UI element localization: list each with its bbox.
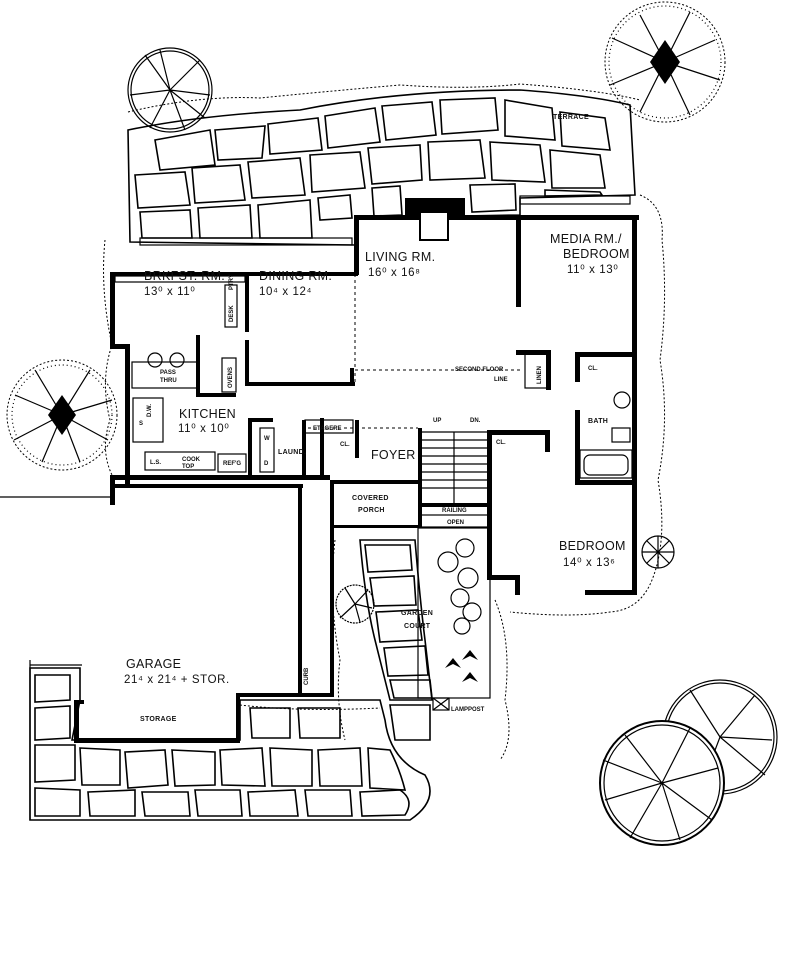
desk-label: DESK <box>229 305 235 322</box>
kitchen-dims: 11⁰ x 10⁰ <box>178 423 230 435</box>
cooktop-label-2: TOP <box>182 464 194 470</box>
bedroom-dims: 14⁰ x 13⁶ <box>563 557 615 569</box>
second-floor-label: SECOND FLOOR <box>455 367 504 373</box>
storage-label: STORAGE <box>140 716 177 723</box>
closet-label-foyer: CL. <box>340 442 350 448</box>
kitchen-fixtures <box>131 284 275 473</box>
closet-label-bedroom: CL. <box>496 440 506 446</box>
linen-label: LINEN <box>537 366 543 384</box>
garden-court <box>417 527 491 699</box>
laundry-label: LAUND. <box>278 449 306 456</box>
garden-court-label-2: COURT <box>404 623 431 630</box>
railing-label: RAILING <box>442 508 467 514</box>
front-walk <box>29 539 433 821</box>
stair-down-label: DN. <box>470 418 481 424</box>
tree-left <box>6 359 118 471</box>
dining-room-dims: 10⁴ x 12⁴ <box>259 286 312 298</box>
porch-label: COVERED <box>352 495 389 502</box>
second-floor-label-2: LINE <box>494 377 508 383</box>
ovens-label: OVENS <box>228 367 234 388</box>
terrace-label: TERRACE <box>553 114 589 121</box>
bath-label: BATH <box>588 418 608 425</box>
walls <box>74 198 639 743</box>
media-room-label: MEDIA RM./ <box>550 232 622 246</box>
closet-label-media: CL. <box>588 366 598 372</box>
porch-label-2: PORCH <box>358 507 385 514</box>
garden-court-label: GARDEN <box>401 610 433 617</box>
pantry-label: PTRY <box>229 274 235 290</box>
tree-bottom-right-front <box>599 720 725 846</box>
living-room-label: LIVING RM. <box>365 250 435 264</box>
media-room-dims: 11⁰ x 13⁰ <box>567 264 619 276</box>
sink-label: S <box>139 421 143 427</box>
thru-label: THRU <box>160 378 177 384</box>
stair-up-label: UP <box>433 418 441 424</box>
washer-label: W <box>264 436 270 442</box>
lazy-susan-label: L.S. <box>150 460 161 466</box>
dining-room-label: DINING RM. <box>259 269 332 283</box>
kitchen-label: KITCHEN <box>179 407 236 421</box>
lamppost-label: LAMPPOST <box>451 707 485 713</box>
breakfast-room-label: BRKFST. RM. <box>144 269 225 283</box>
living-room-dims: 16⁰ x 16⁸ <box>368 267 421 279</box>
garage-dims: 21⁴ x 21⁴ + STOR. <box>124 674 230 686</box>
tree-top-left <box>127 47 213 133</box>
bedroom-label: BEDROOM <box>559 539 626 553</box>
garage-label: GARAGE <box>126 657 181 671</box>
dishwasher-label: D.W. <box>147 404 153 417</box>
cooktop-label: COOK <box>182 457 201 463</box>
curb-label: CURB <box>304 667 310 685</box>
stairs <box>419 431 489 528</box>
foyer-label: FOYER <box>371 448 416 462</box>
etagere-label: ETAGERE <box>313 426 342 432</box>
shrub-right <box>641 535 675 569</box>
breakfast-room-dims: 13⁰ x 11⁰ <box>144 286 196 298</box>
tree-top-right <box>604 1 726 123</box>
media-room-label-2: BEDROOM <box>563 247 630 261</box>
open-label: OPEN <box>447 520 464 526</box>
dryer-label: D <box>264 461 269 467</box>
pass-label: PASS <box>160 370 176 376</box>
refrigerator-label: REF'G <box>223 461 241 467</box>
